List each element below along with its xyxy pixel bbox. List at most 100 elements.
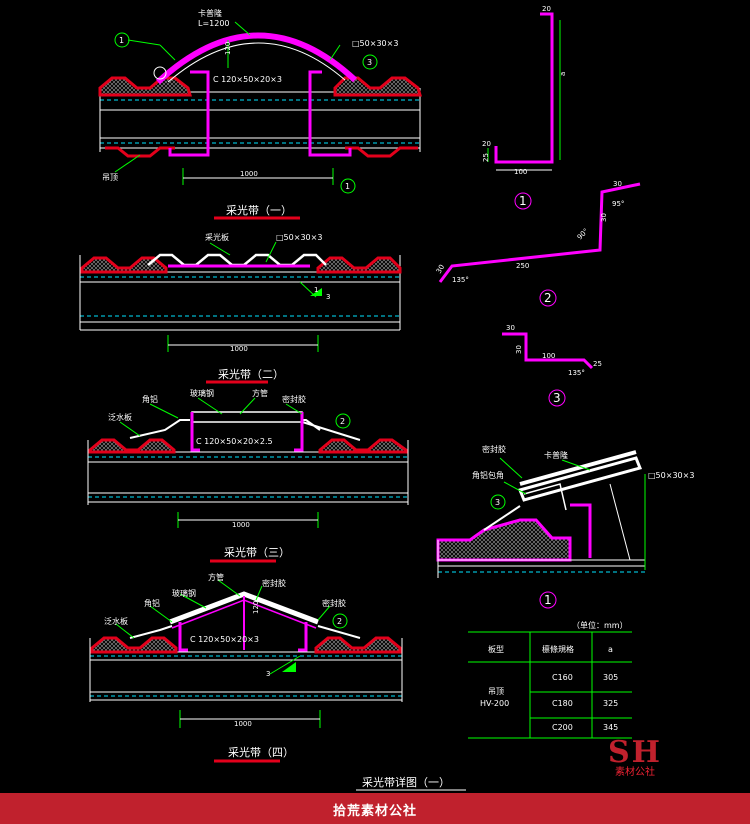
spec-table: （单位：mm） 板型 檩條規格 a 吊顶 HV-200 C160 305 C18… bbox=[468, 620, 632, 739]
section-4-purlin-right bbox=[298, 622, 308, 652]
detail-4-circle: 3 bbox=[495, 498, 500, 507]
detail-3-25: 25 bbox=[593, 360, 602, 368]
section-2-title: 采光带（二） bbox=[218, 367, 284, 381]
detail-2-30a: 30 bbox=[613, 180, 622, 188]
section-3-roof-right bbox=[318, 438, 408, 454]
section-4-tube-label: 方管 bbox=[208, 572, 224, 582]
table-row-1-spec: C160 bbox=[552, 673, 573, 682]
section-4-callout-circle bbox=[332, 613, 348, 629]
detail-4-angle-label: 角铝包角 bbox=[472, 470, 504, 480]
table-board: 吊顶 bbox=[488, 687, 504, 696]
section-2-span-dim: 1000 bbox=[230, 345, 248, 353]
table-row-3-a: 345 bbox=[603, 723, 618, 732]
section-1-circle-c: 1 bbox=[345, 182, 350, 191]
table-model: HV-200 bbox=[480, 699, 509, 708]
detail-2-135: 135° bbox=[452, 276, 469, 284]
section-1-arch bbox=[155, 32, 358, 85]
detail-4-number: 1 bbox=[544, 593, 552, 607]
detail-2-number: 2 bbox=[544, 291, 552, 305]
detail-4-tube-label: □50×30×3 bbox=[648, 471, 694, 480]
detail-4-cap-label: 卡普隆 bbox=[544, 450, 568, 460]
section-4-circle: 2 bbox=[337, 617, 342, 626]
detail-2-30c: 30 bbox=[435, 263, 446, 275]
drawing-title: 采光带详图（一） bbox=[362, 775, 450, 789]
section-2-beam bbox=[79, 255, 401, 331]
section-4-roof-right bbox=[314, 636, 402, 654]
detail-1: 20 a 20 25 100 1 bbox=[482, 5, 567, 210]
brand-banner-text: 拾荒素材公社 bbox=[332, 804, 417, 819]
section-4-height-dim: 120 bbox=[252, 601, 260, 614]
section-2-slope-mark bbox=[310, 288, 322, 296]
section-1-leaders bbox=[114, 21, 341, 185]
section-1-beam bbox=[99, 88, 421, 152]
section-4-seal-label: 密封胶 bbox=[262, 578, 286, 588]
section-2-panel bbox=[147, 253, 327, 267]
detail-2-95: 95° bbox=[612, 200, 624, 208]
detail-3-30: 30 bbox=[506, 324, 515, 332]
section-2-tube-label: □50×30×3 bbox=[276, 233, 322, 242]
section-3-flashing-label: 泛水板 bbox=[108, 412, 132, 422]
section-4-c-label: C 120×50×20×3 bbox=[190, 635, 259, 644]
section-3-span-dim: 1000 bbox=[232, 521, 250, 529]
section-1-arch-label: 卡普隆 bbox=[198, 8, 222, 18]
section-1-purlin-right bbox=[308, 70, 352, 157]
section-3-angle-label: 角铝 bbox=[142, 394, 158, 404]
section-1-tube-label: □50×30×3 bbox=[352, 39, 398, 48]
table-row-2-spec: C180 bbox=[552, 699, 573, 708]
section-3-tube-label: 方管 bbox=[252, 388, 268, 398]
section-1-callout-circle bbox=[114, 32, 130, 48]
section-4-purlin-left bbox=[178, 622, 188, 652]
detail-2-circle bbox=[539, 289, 557, 307]
detail-2-250: 250 bbox=[516, 262, 529, 270]
section-1-detail-mark bbox=[153, 66, 167, 80]
section-4-slope: 3 bbox=[266, 670, 270, 678]
section-1-roof bbox=[98, 76, 422, 158]
section-1-circle-b: 3 bbox=[367, 58, 372, 67]
section-1-ceiling-label: 吊顶 bbox=[102, 173, 118, 182]
section-3-seal-label: 密封胶 bbox=[282, 394, 306, 404]
brand-logo-subtitle: 素材公社 bbox=[615, 767, 655, 778]
section-3-glass-label: 玻璃钢 bbox=[190, 388, 214, 398]
table-header-a: a bbox=[608, 645, 613, 654]
section-1-title: 采光带（一） bbox=[226, 203, 292, 217]
section-2: 采光板 □50×30×3 3 1 1000 采光带（二） bbox=[79, 232, 402, 384]
section-2-slope: 3 bbox=[326, 293, 330, 301]
section-3-callout-circle bbox=[335, 413, 351, 429]
section-2-panel-label: 采光板 bbox=[205, 232, 229, 242]
detail-1-top-dim: 20 bbox=[542, 5, 551, 13]
table-unit: （单位：mm） bbox=[572, 620, 628, 630]
section-4-slope-mark bbox=[282, 662, 296, 672]
detail-3-100: 100 bbox=[542, 352, 555, 360]
section-3-title: 采光带（三） bbox=[224, 545, 290, 559]
detail-3-30v: 30 bbox=[515, 345, 523, 354]
section-4-angle-label: 角铝 bbox=[144, 598, 160, 608]
brand-logo-mark: SH bbox=[607, 735, 662, 770]
section-4-flashing bbox=[129, 625, 361, 639]
brand-banner: 拾荒素材公社 bbox=[0, 793, 750, 824]
section-1-circle-a: 1 bbox=[119, 36, 124, 45]
table-header-board: 板型 bbox=[488, 644, 504, 654]
section-3: 2 角铝 玻璃钢 方管 密封胶 泛水板 C 120×50×20×2.5 1000… bbox=[87, 388, 409, 563]
detail-2: 30 95° 30 90° 250 30 135° 2 bbox=[435, 180, 641, 307]
detail-4-number-circle bbox=[539, 591, 557, 609]
detail-1-bottom-dim: 25 bbox=[482, 153, 490, 162]
section-1: 1 3 1 卡普隆 L=1200 □50×30×3 C 120×50×20×3 … bbox=[98, 8, 422, 220]
section-3-roof-left bbox=[88, 438, 176, 454]
detail-3-circle bbox=[548, 389, 566, 407]
section-1-span-dim: 1000 bbox=[240, 170, 258, 178]
detail-4-seal-label: 密封胶 bbox=[482, 444, 506, 454]
detail-4-callout-circle bbox=[490, 494, 506, 510]
section-4-glass-label: 玻璃钢 bbox=[172, 588, 196, 598]
section-2-roof-left bbox=[80, 256, 168, 274]
section-4-ridge-glass bbox=[169, 591, 319, 625]
section-2-leaders bbox=[167, 241, 319, 352]
table-row-2-a: 325 bbox=[603, 699, 618, 708]
section-4-flashing-label: 泛水板 bbox=[104, 616, 128, 626]
detail-3: 30 30 100 25 135° 3 bbox=[502, 324, 602, 407]
section-4-leaders bbox=[115, 579, 331, 728]
detail-1-a-dim: a bbox=[559, 72, 567, 76]
table-row-3-spec: C200 bbox=[552, 723, 573, 732]
section-3-purlin-right bbox=[294, 412, 304, 452]
